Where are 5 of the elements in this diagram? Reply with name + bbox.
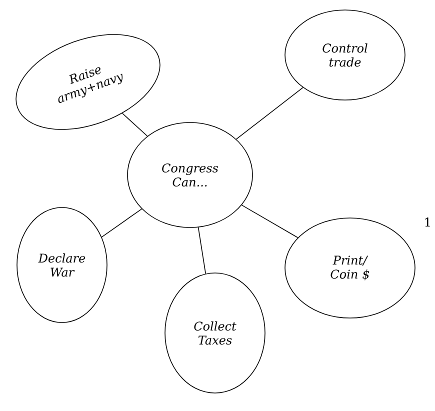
connector-line bbox=[236, 87, 304, 140]
connector-line bbox=[241, 204, 298, 238]
connector-line bbox=[198, 227, 206, 274]
connector-line bbox=[101, 208, 142, 238]
connector-line bbox=[122, 112, 148, 137]
